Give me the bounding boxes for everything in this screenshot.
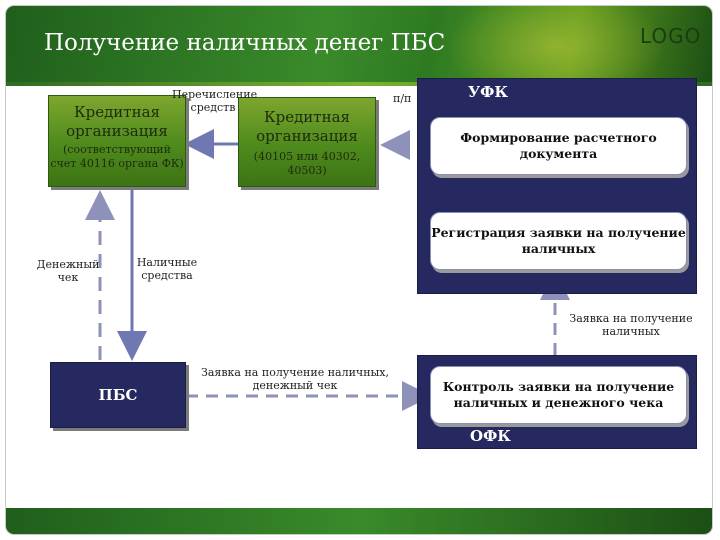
ufk-step-register-request: Регистрация заявки на получение наличных xyxy=(430,212,687,270)
slide-footer xyxy=(6,508,712,534)
slide-title: Получение наличных денег ПБС xyxy=(44,30,446,56)
request-ufk-label: Заявка на получение наличных xyxy=(569,312,693,338)
credit-org-left-subtitle: (соответствующий счет 40116 органа ФК) xyxy=(50,143,184,170)
ufk-step-form-document-text: Формирование расчетного документа xyxy=(460,130,657,161)
ufk-step-register-request-text: Регистрация заявки на получение наличных xyxy=(431,225,686,256)
ofk-step-control-request: Контроль заявки на получение наличных и … xyxy=(430,366,687,424)
ufk-step-form-document: Формирование расчетного документа xyxy=(430,117,687,175)
pbs-label: ПБС xyxy=(98,386,138,404)
transfer-label: Перечисление средств xyxy=(172,88,258,114)
credit-org-left: Кредитная организация (соответствующий с… xyxy=(48,95,186,187)
credit-org-center-subtitle: (40105 или 40302, 40503) xyxy=(253,150,361,177)
ofk-label: ОФК xyxy=(470,427,511,445)
cash-check-label: Денежный чек xyxy=(36,258,100,284)
pbs-node: ПБС xyxy=(50,362,186,428)
credit-org-center: Кредитная организация (40105 или 40302, … xyxy=(238,97,376,187)
credit-org-left-title: Кредитная организация xyxy=(66,103,168,140)
logo: LOGO xyxy=(640,24,702,48)
slide-header xyxy=(6,6,712,82)
ufk-label: УФК xyxy=(468,83,509,101)
pp-label: п/п xyxy=(393,92,412,105)
cash-label: Наличные средства xyxy=(136,256,198,282)
header-sheen xyxy=(446,6,666,82)
request-pbs-label: Заявка на получение наличных, денежный ч… xyxy=(201,366,389,392)
credit-org-center-title: Кредитная организация xyxy=(256,108,358,145)
header-divider xyxy=(6,82,712,86)
ofk-step-control-request-text: Контроль заявки на получение наличных и … xyxy=(442,379,675,410)
